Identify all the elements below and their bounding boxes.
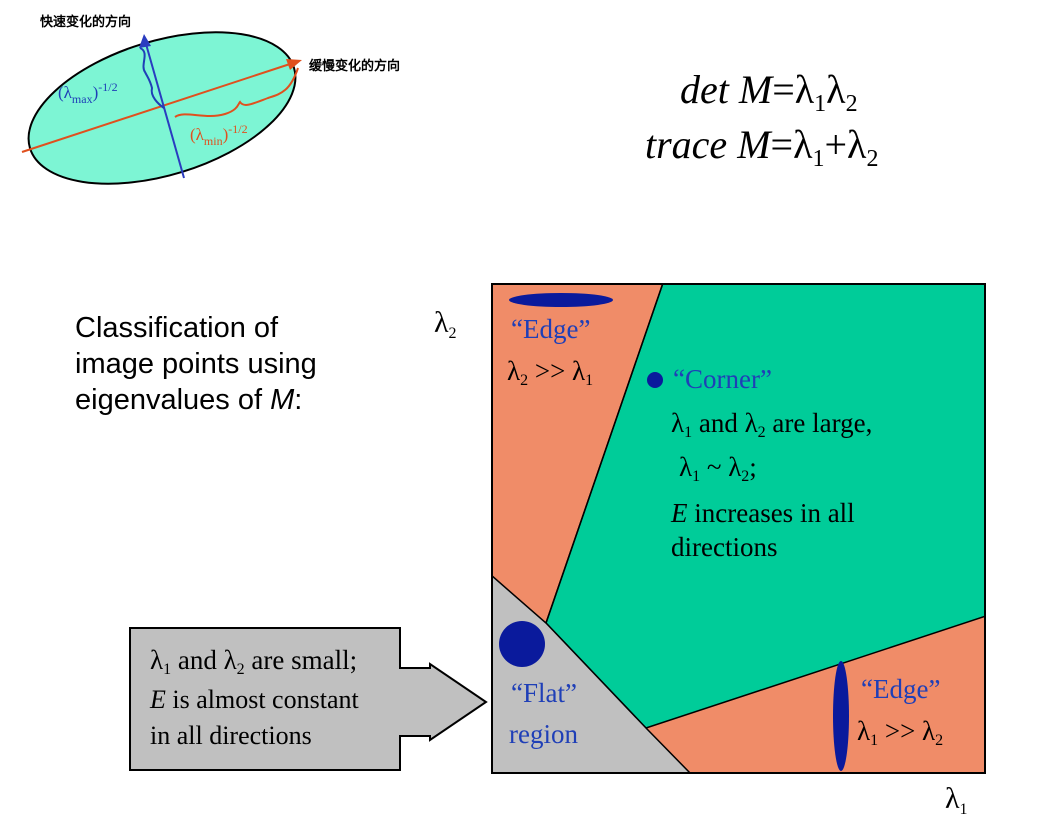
edge-top-marker [509,293,613,307]
det-formula-equals: = [772,67,795,112]
callout-arrow-svg [129,627,488,771]
classification-line-1: Classification of [75,312,279,344]
callout-line-1: λ1 and λ2 are small; [150,645,358,678]
ellipse-figure: (λmax)-1/2 (λmin)-1/2 快速变化的方向 缓慢变化的方向 [0,0,430,200]
det-formula-right: λ1λ2 [794,67,858,117]
lambda-min-brace [174,67,299,118]
det-formula: det M=λ1λ2 [680,67,858,117]
callout-arrow-shape [129,627,488,771]
region-diagram: “Edge” λ2 >> λ1 “Corner” λ1 and λ2 are l… [490,282,987,775]
edge-corner-boundary [545,282,664,624]
ellipse-figure-svg: (λmax)-1/2 (λmin)-1/2 [21,31,302,185]
axis-x-label: λ1 [945,782,968,818]
trace-formula-right: λ1+λ2 [793,122,879,172]
det-formula-left: det M [680,67,773,112]
corner-line-3: E increases in all [671,498,855,528]
callout-line-2: E is almost constant [150,685,359,714]
flat-line-1: “Flat” [511,678,577,708]
classification-line-2: image points using [75,348,317,380]
fast-direction-arrowhead [139,34,151,48]
corner-line-2: λ1 ~ λ2; [679,452,757,485]
edge-right-title: “Edge” [861,674,941,704]
corner-line-1: λ1 and λ2 are large, [671,408,873,441]
flat-callout: λ1 and λ2 are small; E is almost constan… [128,624,488,774]
edge-top-condition: λ2 >> λ1 [507,356,594,389]
trace-formula-equals: = [770,122,794,167]
corner-marker [647,372,663,388]
fast-direction-axis [145,43,185,179]
flat-marker [499,621,545,667]
classification-text: Classification of image points using eig… [75,310,395,418]
slow-direction-label: 缓慢变化的方向 [309,58,401,73]
trace-formula: trace M=λ1+λ2 [645,122,879,172]
corner-line-4: directions [671,532,778,562]
lambda-max-brace [139,47,165,109]
flat-line-2: region [509,719,578,749]
diagram-frame [491,283,986,774]
edge-right-marker [833,661,849,771]
axis-y-label: λ2 [434,306,457,342]
edge-right-condition: λ1 >> λ2 [857,716,944,749]
callout-line-3: in all directions [150,721,312,750]
fast-direction-label: 快速变化的方向 [40,14,132,29]
trace-formula-left: trace M [645,122,771,167]
slow-direction-arrowhead [286,59,302,70]
corner-title: “Corner” [673,364,772,394]
slow-direction-axis [21,63,291,153]
edge-top-title: “Edge” [511,314,591,344]
region-diagram-svg [490,282,987,775]
classification-line-3: eigenvalues of M: [75,384,303,416]
